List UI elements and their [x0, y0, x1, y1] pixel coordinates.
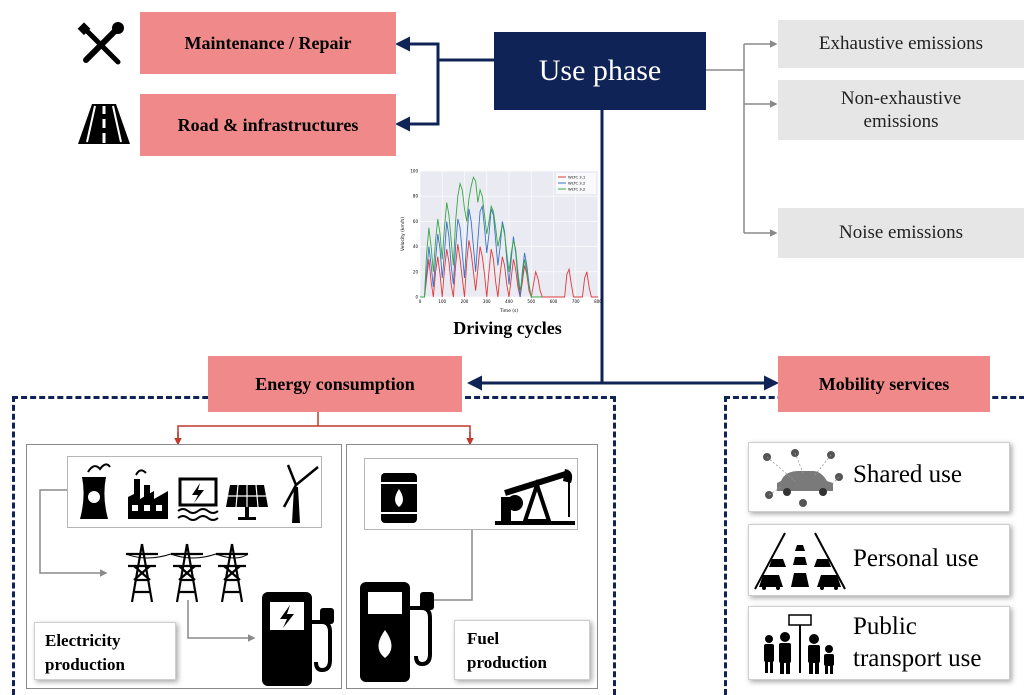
- chart-y-tick-label: 20: [413, 269, 419, 274]
- exhaustive-emissions-box: Exhaustive emissions: [778, 20, 1024, 68]
- fuel-production-label: Fuel production: [454, 620, 590, 680]
- chart-x-tick-label: 300: [483, 299, 491, 304]
- chart-x-tick-label: 400: [505, 299, 513, 304]
- chart-x-tick-label: 0: [419, 299, 422, 304]
- wind-turbine-icon: [282, 464, 319, 523]
- arrow-to-road: [395, 60, 440, 132]
- maintenance-repair-box: Maintenance / Repair: [140, 12, 396, 74]
- personal-use-label: Personal use: [853, 545, 979, 572]
- shared-car-network-icon: [763, 449, 843, 507]
- wrench-screwdriver-icon: [77, 22, 128, 68]
- factory-icon: [128, 469, 168, 519]
- energy-consumption-box: Energy consumption: [208, 356, 462, 412]
- chart-y-tick-label: 40: [413, 244, 419, 249]
- chart-ylabel: Velocity (km/h): [400, 217, 406, 251]
- driving-cycles-label: Driving cycles: [453, 318, 562, 338]
- chart-legend-label: WLTC 3.1: [568, 175, 586, 180]
- hydro-dam-icon: [177, 477, 219, 521]
- chart-x-tick-label: 700: [572, 299, 580, 304]
- maintenance-label: Maintenance / Repair: [184, 32, 352, 53]
- oil-barrel-icon: [381, 473, 417, 523]
- personal-use-card: Personal use: [748, 524, 1010, 596]
- driving-cycles-chart-svg: 0 100 200 300 400 500 600 700 800 0 20 40 60 80 100 WL…: [400, 169, 602, 315]
- energy-consumption-title: Energy consumption: [255, 373, 415, 394]
- non-exhaustive-emissions-box: Non-exhaustive emissions: [778, 80, 1024, 140]
- noise-emissions-label: Noise emissions: [838, 222, 964, 243]
- fuel-sources-frame: [364, 458, 578, 530]
- chart-x-tick-label: 100: [438, 299, 446, 304]
- electricity-flow-1: [39, 489, 108, 577]
- electricity-production-label: Electricity production: [34, 622, 176, 680]
- chart-y-tick-label: 100: [410, 169, 418, 174]
- use-phase-title: Use phase: [538, 54, 662, 87]
- traffic-jam-icon: [754, 532, 846, 590]
- chart-series-line-3: [420, 176, 543, 298]
- electricity-panel: [26, 444, 342, 689]
- power-pylons-icon: [122, 540, 252, 604]
- bus-stop-people-icon: [764, 614, 834, 674]
- chart-legend-label: WLTC 3.2: [568, 181, 586, 186]
- mobility-services-box: Mobility services: [778, 356, 990, 412]
- solar-panel-icon: [226, 484, 268, 520]
- driving-cycles-chart: 0 100 200 300 400 500 600 700 800 0 20 40 60 80 100 WL…: [396, 165, 602, 315]
- road-icon: [78, 104, 130, 144]
- chart-x-tick-label: 600: [550, 299, 558, 304]
- chart-series-line-1: [420, 240, 598, 299]
- nuclear-plant-icon: [80, 463, 111, 519]
- shared-use-label: Shared use: [853, 461, 962, 488]
- chart-xlabel: Time (s): [499, 308, 519, 314]
- arrow-to-maintenance: [395, 36, 494, 62]
- ev-charger-icon: [258, 588, 338, 688]
- road-infrastructures-box: Road & infrastructures: [140, 94, 396, 156]
- chart-x-tick-label: 800: [594, 299, 602, 304]
- chart-y-tick-label: 0: [415, 295, 418, 300]
- chart-x-tick-label: 200: [461, 299, 469, 304]
- fuel-pump-icon: [356, 578, 440, 686]
- energy-sources-frame: [67, 456, 322, 528]
- road-label: Road & infrastructures: [177, 114, 359, 135]
- public-transport-label: Public transport use: [853, 613, 982, 672]
- non-exhaustive-emissions-label: Non-exhaustive emissions: [840, 88, 962, 132]
- shared-use-card: Shared use: [748, 442, 1010, 512]
- exhaustive-emissions-label: Exhaustive emissions: [818, 33, 984, 54]
- noise-emissions-box: Noise emissions: [778, 208, 1024, 258]
- chart-y-tick-label: 80: [413, 194, 419, 199]
- use-phase-box: Use phase: [494, 32, 706, 110]
- electricity-flow-2: [187, 600, 256, 642]
- fuel-flow-2: [420, 530, 473, 604]
- chart-x-tick-label: 500: [527, 299, 535, 304]
- chart-y-tick-label: 60: [413, 219, 419, 224]
- emissions-bracket: [706, 44, 745, 233]
- fuel-panel: [346, 444, 598, 689]
- chart-series-line-2: [420, 204, 543, 298]
- chart-legend-label: WLTC 3.2: [568, 187, 586, 192]
- mobility-services-title: Mobility services: [818, 373, 950, 394]
- oil-pump-icon: [495, 469, 575, 525]
- public-transport-card: Public transport use: [748, 606, 1010, 680]
